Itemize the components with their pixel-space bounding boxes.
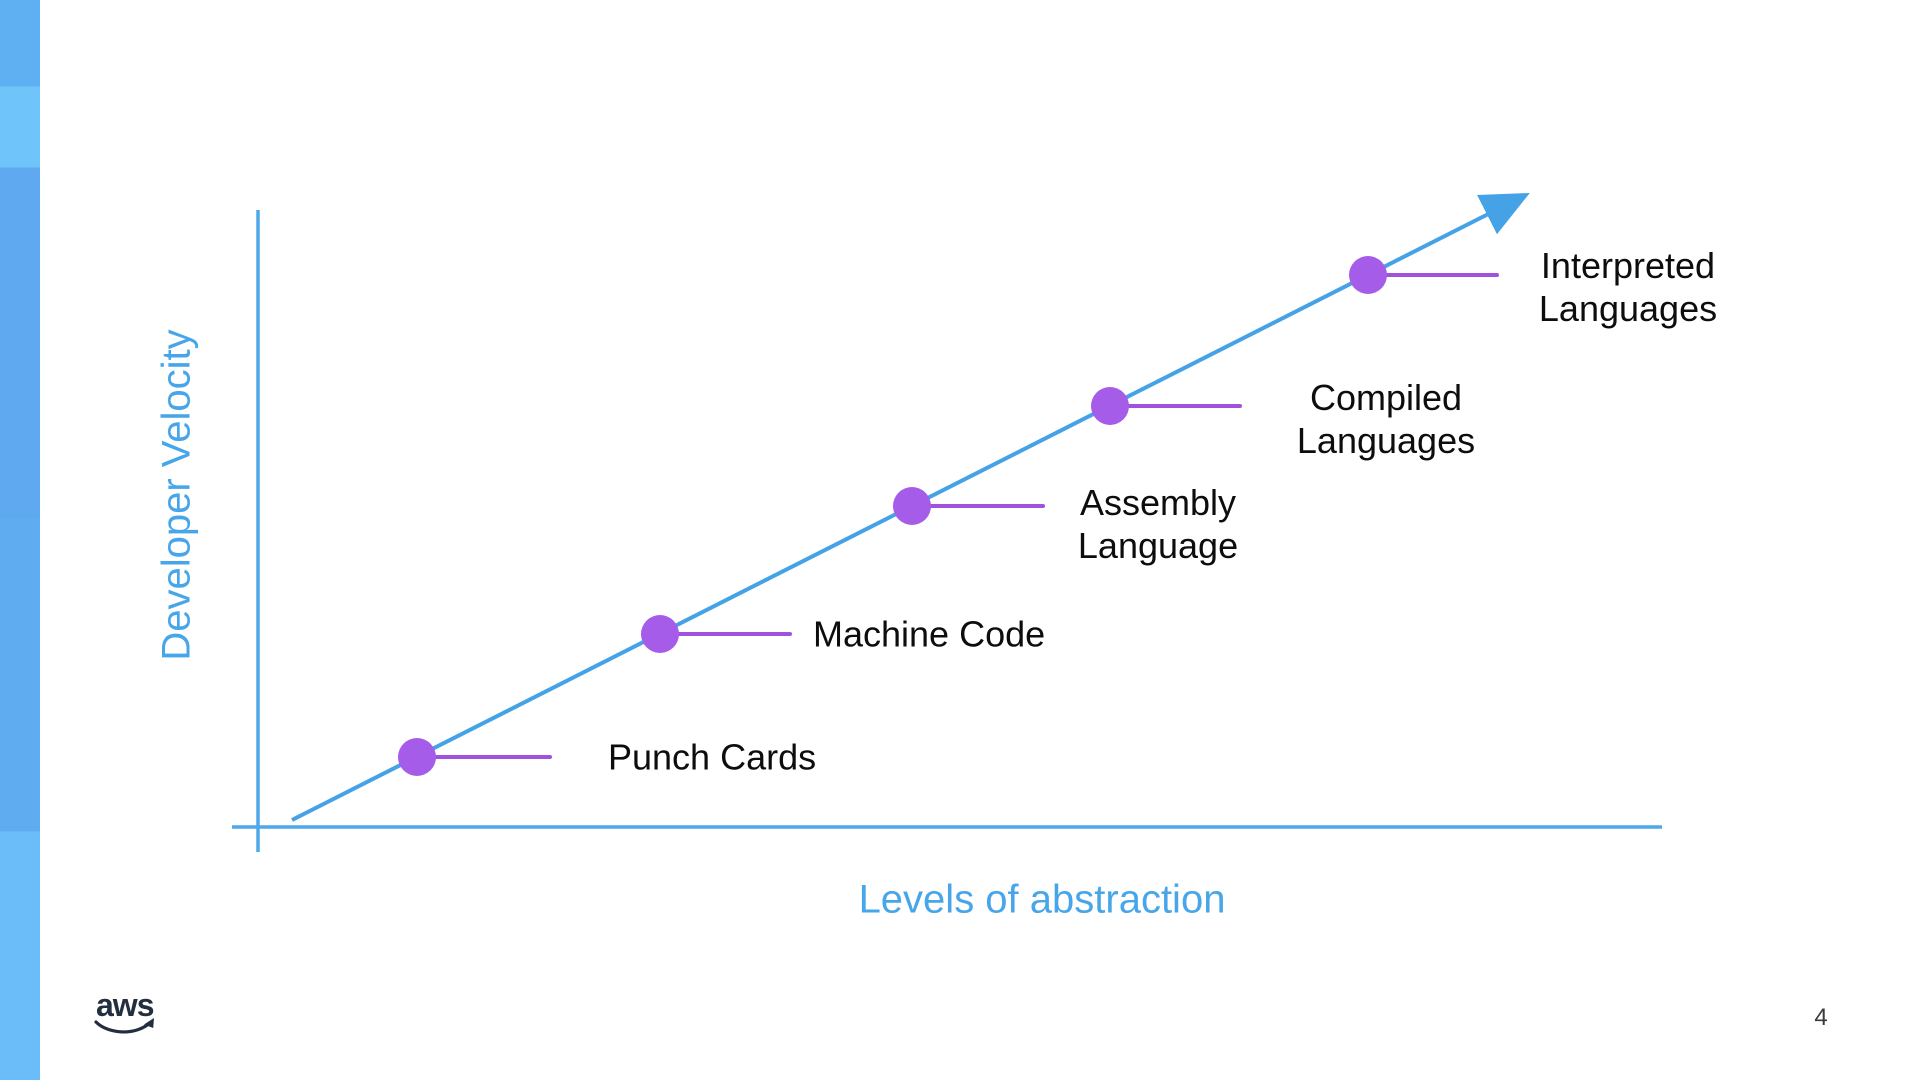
- x-axis-label: Levels of abstraction: [858, 877, 1226, 922]
- data-point-machine-code: [641, 615, 679, 653]
- y-axis-label: Developer Velocity: [154, 329, 199, 661]
- point-label-assembly-language: Assembly Language: [1078, 481, 1238, 567]
- data-point-assembly-language: [893, 487, 931, 525]
- point-label-compiled-languages: Compiled Languages: [1297, 376, 1475, 462]
- aws-logo: aws: [94, 987, 155, 1034]
- label-line: Languages: [1538, 288, 1718, 329]
- data-point-punch-cards: [398, 738, 436, 776]
- label-line: Interpreted: [1540, 245, 1716, 286]
- data-point-interpreted-languages: [1349, 256, 1387, 294]
- aws-logo-text: aws: [96, 987, 154, 1023]
- label-line: Assembly: [1079, 482, 1237, 523]
- point-label-punch-cards: Punch Cards: [608, 736, 817, 778]
- decorative-sidebar: [0, 0, 40, 1080]
- point-label-machine-code: Machine Code: [813, 613, 1046, 655]
- label-line: Compiled: [1309, 377, 1463, 418]
- label-line: Languages: [1296, 420, 1476, 461]
- aws-smile-icon: [94, 1020, 152, 1034]
- label-line: Language: [1077, 525, 1239, 566]
- data-point-compiled-languages: [1091, 387, 1129, 425]
- point-label-interpreted-languages: Interpreted Languages: [1539, 244, 1717, 330]
- aws-smile-arrowhead-icon: [144, 1018, 154, 1028]
- page-number: 4: [1814, 1004, 1828, 1031]
